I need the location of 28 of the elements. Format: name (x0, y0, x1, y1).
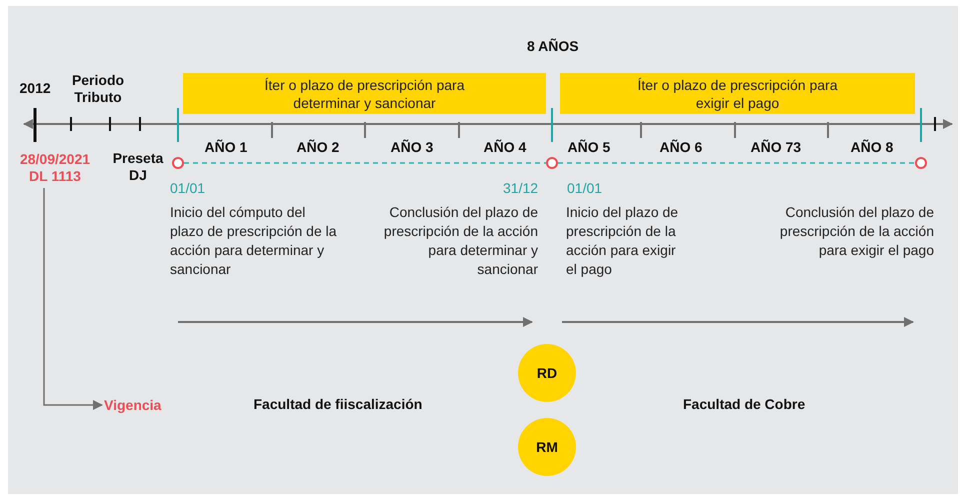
dashed-line (184, 162, 546, 164)
year-label: AÑO 5 (568, 139, 610, 156)
description-text: Conclusión del plazo de prescripción de la acción para determinar y sancionar (382, 203, 538, 279)
year-label: 2012 (20, 80, 51, 97)
date-label: 28/09/2021 DL 1113 (10, 148, 100, 188)
year-label: AÑO 4 (484, 139, 526, 156)
period-band: Íter o plazo de prescripción para determinar y sancionar (183, 73, 546, 114)
date-label: 01/01 (170, 180, 206, 197)
year-label: AÑO 2 (296, 139, 340, 156)
period-label: Periodo Tributo (70, 72, 126, 106)
dashed-line (558, 162, 915, 164)
term-label: Vigencia (104, 395, 184, 415)
description-text: Inicio del cómputo del plazo de prescripción de la acción para determinar y sancionar (170, 203, 338, 279)
year-label: AÑO 3 (390, 139, 434, 156)
year-label: AÑO 8 (850, 139, 894, 156)
leader-arrow (43, 188, 103, 410)
event-label: Preseta DJ (112, 150, 164, 184)
phase-label: Facultad de fiiscalización (254, 396, 422, 413)
year-label: AÑO 73 (750, 139, 802, 156)
description-text: Conclusión del plazo de prescripción de la acción para exigir el pago (778, 203, 934, 260)
date-label: 31/12 (503, 180, 538, 197)
period-band: Íter o plazo de prescripción para exigir el pago (560, 73, 915, 114)
phase-label: Facultad de Cobre (683, 396, 806, 413)
description-text: Inicio del plazo de prescripción de la acción para exigir el pago (566, 203, 680, 279)
year-label: AÑO 6 (660, 139, 702, 156)
date-label: 01/01 (567, 180, 602, 197)
year-label: AÑO 1 (204, 139, 248, 156)
heading: 8 AÑOS (527, 38, 579, 55)
